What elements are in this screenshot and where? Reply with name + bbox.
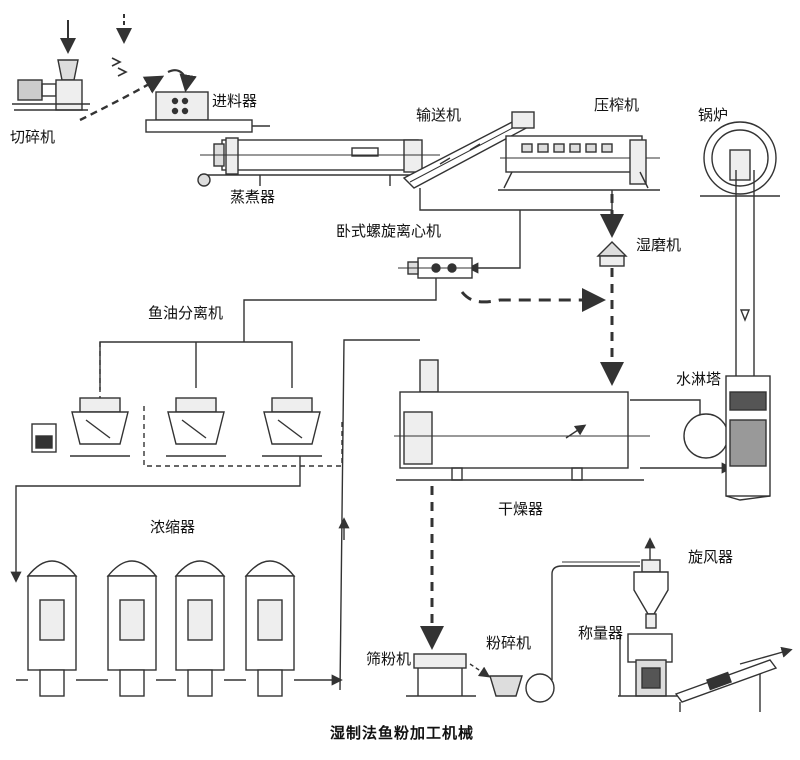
boiler-machine bbox=[700, 121, 780, 376]
sieve-machine bbox=[406, 653, 476, 697]
label-cooker: 蒸煮器 bbox=[230, 188, 276, 206]
scrubber-machine bbox=[725, 375, 771, 501]
oil-tank bbox=[31, 423, 57, 453]
label-feeder: 进料器 bbox=[212, 92, 258, 110]
screw-press-machine bbox=[498, 135, 660, 191]
pipe-oil-main bbox=[243, 278, 437, 342]
dryer-machine bbox=[394, 359, 650, 481]
concentrator-3 bbox=[174, 560, 226, 697]
label-oil-separator: 鱼油分离机 bbox=[148, 304, 224, 322]
shredder-to-feeder-arrow bbox=[79, 75, 165, 122]
grinder-machine bbox=[489, 673, 555, 703]
concentrator-4 bbox=[244, 560, 296, 697]
concentrator-2 bbox=[106, 560, 158, 697]
label-wet-mill: 湿磨机 bbox=[636, 236, 682, 254]
fish-input-icon bbox=[111, 14, 132, 77]
label-sieve: 筛粉机 bbox=[366, 650, 412, 668]
cyclone-machine bbox=[633, 537, 669, 629]
pipe-oil-branches bbox=[99, 341, 293, 390]
decanter-solids-arrow bbox=[460, 288, 606, 312]
oil-separator-3 bbox=[262, 397, 322, 457]
diagram-caption: 湿制法鱼粉加工机械 bbox=[330, 724, 475, 742]
pipe-to-decanter bbox=[467, 210, 521, 274]
shredder-machine bbox=[12, 20, 90, 111]
label-boiler: 锅炉 bbox=[698, 106, 729, 124]
concentrator-1 bbox=[26, 560, 78, 697]
pneumatic-pipe bbox=[551, 565, 640, 680]
fan-icon bbox=[683, 413, 729, 459]
scale-machine bbox=[618, 633, 682, 697]
label-conveyor: 输送机 bbox=[416, 106, 462, 124]
oil-separator-1 bbox=[70, 397, 130, 457]
label-decanter: 卧式螺旋离心机 bbox=[336, 222, 442, 240]
pipe-press-liquor bbox=[419, 188, 613, 211]
label-screw-press: 压榨机 bbox=[594, 96, 640, 114]
feeder-machine bbox=[145, 69, 270, 133]
output-conveyor bbox=[674, 646, 793, 712]
cooker-machine bbox=[197, 137, 440, 187]
label-grinder: 粉碎机 bbox=[486, 634, 532, 652]
oil-separator-2 bbox=[166, 397, 226, 457]
label-scrubber: 水淋塔 bbox=[676, 370, 722, 388]
pipe-separator-return bbox=[143, 406, 343, 467]
label-concentrator: 浓缩器 bbox=[150, 518, 196, 536]
label-cyclone: 旋风器 bbox=[688, 548, 734, 566]
label-scale: 称量器 bbox=[578, 624, 624, 642]
label-shredder: 切碎机 bbox=[10, 128, 56, 146]
conveyor-machine bbox=[402, 111, 535, 189]
pipe-to-concentrator bbox=[10, 456, 301, 583]
wet-mill-machine bbox=[596, 241, 628, 267]
decanter-machine bbox=[398, 257, 480, 279]
label-dryer: 干燥器 bbox=[498, 500, 544, 518]
pipe-concentrate-return bbox=[339, 339, 420, 691]
